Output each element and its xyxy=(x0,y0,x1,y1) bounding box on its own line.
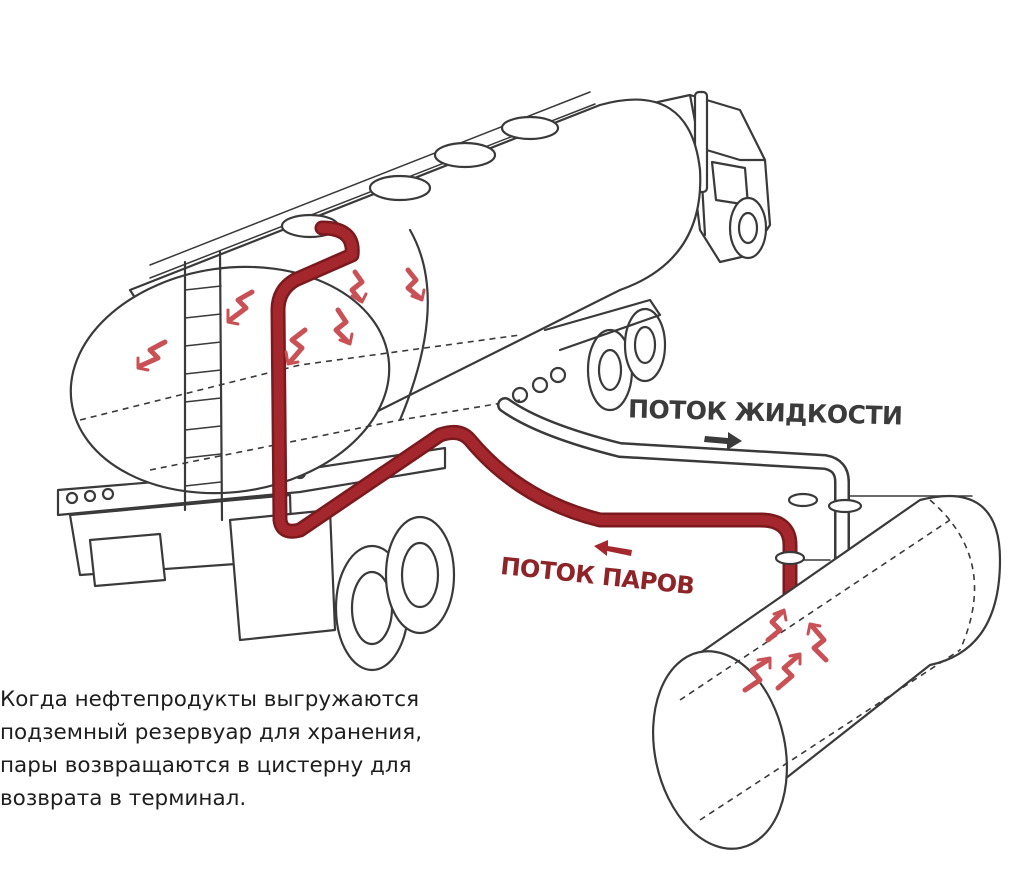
vapor-arrow xyxy=(742,657,771,693)
vapor-flow-arrow-icon xyxy=(594,540,632,556)
vapor-arrow xyxy=(333,307,351,345)
truck-cab xyxy=(573,90,772,264)
caption: Когда нефтепродукты выгружаются подземны… xyxy=(0,683,500,815)
caption-line: возврата в терминал. xyxy=(0,786,247,811)
vapor-hose xyxy=(270,220,798,626)
vapor-arrow xyxy=(287,327,308,365)
underground-storage-tank xyxy=(652,492,1002,850)
vapor-arrow xyxy=(349,269,365,303)
caption-line: подземный резервуар для хранения, xyxy=(0,720,423,745)
liquid-hose xyxy=(497,397,850,708)
vapor-arrow xyxy=(775,653,801,691)
vapor-arrow xyxy=(809,623,829,663)
caption-line: пары возвращаются в цистерну для xyxy=(0,753,412,778)
liquid-flow-arrow-icon xyxy=(704,432,742,450)
vapor-arrow xyxy=(227,289,255,323)
vapor-arrows xyxy=(136,267,829,693)
vapor-arrow xyxy=(405,267,423,301)
vapor-arrow xyxy=(765,609,785,643)
tanker-tank xyxy=(69,91,702,522)
caption-line: Когда нефтепродукты выгружаются xyxy=(0,687,420,712)
vapor-arrow xyxy=(137,339,168,369)
